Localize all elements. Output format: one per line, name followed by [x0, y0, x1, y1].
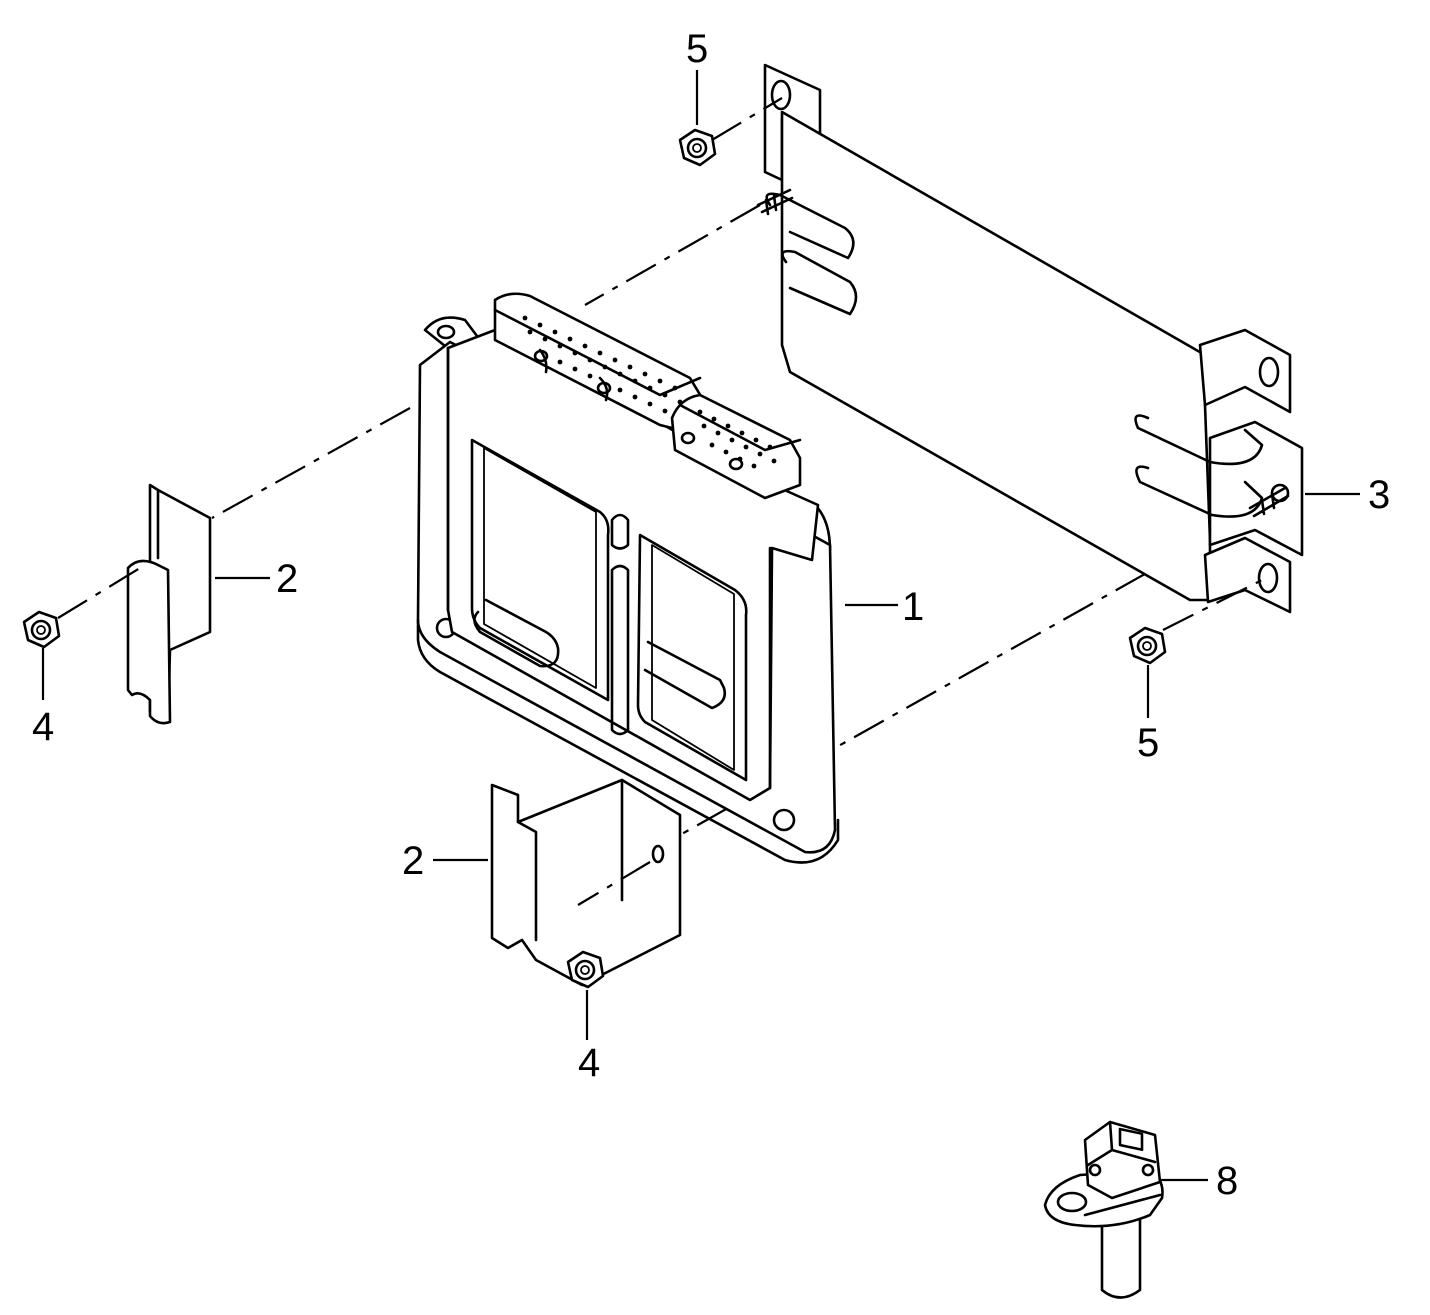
sensor-latch-2 — [1141, 1163, 1155, 1177]
callout-numbers: 1 2 2 3 4 4 5 5 8 — [32, 27, 1390, 1203]
control-unit-panel-top-left — [470, 438, 610, 702]
holder-top-stud — [756, 188, 794, 216]
connector-a-front — [493, 308, 702, 397]
holder-right-flange-top — [1198, 328, 1292, 414]
control-unit-hole-bottom-right — [772, 808, 796, 832]
holder-right-stud-head — [1270, 483, 1290, 503]
connector-a-pins — [522, 315, 683, 414]
holder-right-slot-2 — [1135, 465, 1264, 518]
hex-nut-bottom-part-4 — [566, 950, 605, 989]
callout-8: 8 — [1216, 1159, 1238, 1203]
bracket-bottom-stud-line — [577, 861, 651, 906]
bracket-left-part-2 — [126, 483, 212, 725]
assembly-line-holder-to-connector — [584, 204, 761, 306]
holder-right-flange-mid — [1208, 420, 1304, 557]
control-unit-center-slot-lower — [610, 564, 630, 736]
callout-2-left: 2 — [276, 557, 298, 601]
bracket-bottom-back — [490, 778, 682, 987]
holder-left-slot-2 — [781, 249, 858, 316]
connector-b-clip-2 — [728, 457, 744, 471]
bracket-bottom-part-2 — [490, 778, 682, 987]
holder-top-slot — [770, 79, 792, 111]
holder-right-slot-top — [1258, 356, 1280, 388]
assembly-line-left-bracket — [211, 407, 411, 519]
sensor-connector-socket — [1118, 1127, 1144, 1152]
sensor-part-8 — [1043, 1120, 1164, 1299]
control-unit-panel-right — [636, 533, 748, 782]
callout-2-bottom: 2 — [402, 839, 424, 883]
sensor-flange-edge — [1083, 1193, 1162, 1217]
control-unit-panel-right-slot — [643, 640, 727, 710]
control-unit-panel-right-inner — [651, 544, 735, 771]
bracket-left-front — [126, 559, 172, 725]
connector-a-clip-1 — [533, 349, 549, 363]
control-unit-part-1 — [416, 292, 840, 864]
control-unit-panel-top-left-inner — [483, 447, 597, 689]
hex-nut-right-part-5 — [1128, 577, 1267, 665]
sensor-mount-hole — [1056, 1191, 1088, 1213]
control-unit-plate-lip — [416, 618, 840, 864]
hex-nut-left-part-4 — [22, 567, 141, 649]
connector-b-pins — [697, 409, 777, 469]
sensor-latch-1 — [1088, 1163, 1102, 1177]
holder-right-slot-1 — [1134, 414, 1264, 466]
sensor-connector-face — [1086, 1120, 1157, 1167]
holder-part-3 — [756, 63, 1304, 614]
sensor-shaft — [1100, 1208, 1142, 1299]
callout-4-bottom: 4 — [578, 1041, 600, 1085]
control-unit-center-slot-upper — [610, 513, 630, 550]
bracket-bottom-hole — [651, 844, 665, 864]
control-unit-lug-hole-top-left — [436, 324, 456, 340]
hex-nut-top-part-5 — [678, 97, 783, 167]
holder-left-slot-1 — [765, 192, 855, 260]
callout-1: 1 — [902, 585, 924, 629]
callout-5-top: 5 — [686, 27, 708, 71]
leader-lines — [41, 70, 1360, 1182]
holder-right-slot-bottom — [1257, 562, 1279, 594]
holder-right-flange-bottom — [1203, 536, 1292, 614]
bracket-bottom-fold-1 — [516, 820, 538, 942]
connector-b-body — [670, 393, 802, 500]
connector-a-clip-2 — [596, 381, 612, 395]
callout-3: 3 — [1368, 473, 1390, 517]
control-unit-housing-edge — [446, 346, 772, 790]
connector-b-front — [678, 403, 802, 452]
connector-a-body — [493, 292, 704, 430]
holder-back-plate — [780, 110, 1212, 602]
connector-b-clip-1 — [680, 431, 696, 445]
control-unit-panel-left-slot — [473, 598, 560, 668]
holder-right-stud — [1248, 486, 1290, 518]
callout-5-right: 5 — [1137, 721, 1159, 765]
callout-4-left: 4 — [32, 705, 54, 749]
